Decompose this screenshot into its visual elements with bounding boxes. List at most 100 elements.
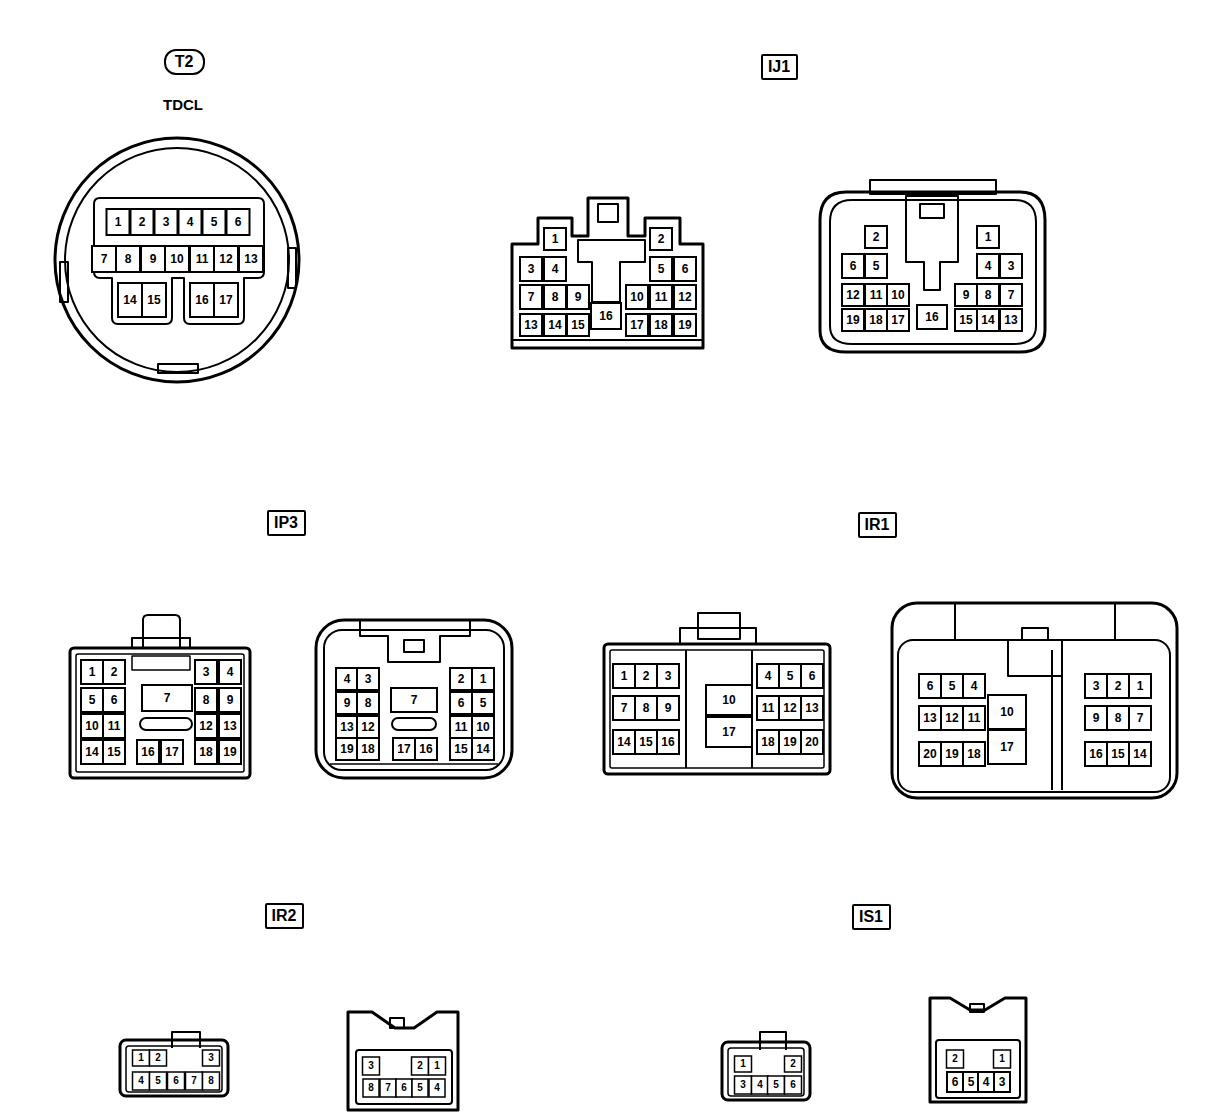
pin-number: 18 [967,748,980,760]
pin-cell [103,688,125,712]
pin-number: 12 [846,289,859,301]
pin-cell [626,314,648,336]
pin-cell [865,309,887,331]
pin-cell [706,685,752,715]
pin-number: 2 [643,670,650,682]
pin-cell [757,696,779,720]
pin-number: 9 [665,702,672,714]
pin-number: 3 [368,1061,374,1071]
pin-number: 14 [548,319,561,331]
pin-cell [941,674,963,698]
pin-cell [81,714,103,738]
pin-cell [150,1050,167,1066]
pin-cell [635,696,657,720]
pin-cell [133,1050,150,1066]
pin-number: 3 [999,1076,1006,1088]
pin-number: 14 [85,746,98,758]
pin-number: 16 [195,294,208,306]
pin-cell [544,285,566,309]
pin-cell [1000,309,1022,331]
pin-number: 3 [665,670,672,682]
connector-code-box: IP3 [267,510,306,536]
pin-number: 2 [873,231,880,243]
pin-number: 4 [138,1076,144,1086]
pin-cell [1129,674,1151,698]
pin-cell [977,309,999,331]
pin-number: 7 [1137,712,1144,724]
pin-cell [103,740,125,764]
pin-cell [190,283,214,317]
pin-cell [1000,284,1022,306]
pin-cell [865,284,887,306]
pin-number: 2 [155,1053,161,1063]
pin-number: 1 [985,231,992,243]
pin-number: 19 [223,746,236,758]
pin-number: 11 [108,720,121,732]
pin-cell [955,309,977,331]
pin-number: 11 [196,253,209,265]
pin-number: 1 [999,1054,1005,1064]
pin-cell [92,246,116,272]
pin-number: 9 [575,291,582,303]
pin-number: 1 [1137,680,1144,692]
pin-cell [429,1057,446,1075]
pin-cell [336,716,358,738]
pin-number: 16 [141,746,154,758]
pin-number: 16 [925,311,938,323]
pin-cell [142,685,192,711]
pin-number: 3 [203,666,210,678]
pin-cell [81,740,103,764]
pin-cell [450,738,472,760]
pin-cell [544,314,566,336]
pin-cell [190,246,214,272]
pin-cell [219,740,241,764]
pin-number: 11 [870,289,883,301]
pin-number: 4 [344,673,351,685]
pin-number: 8 [1115,712,1122,724]
pin-number: 20 [923,748,936,760]
pin-cell [161,740,183,764]
pin-number: 9 [1093,712,1100,724]
pin-cell [203,1050,220,1066]
pin-number: 18 [654,319,667,331]
pin-number: 8 [643,702,650,714]
pin-number: 16 [419,743,432,755]
pin-number: 14 [981,314,994,326]
pin-number: 19 [945,748,958,760]
pin-number: 5 [968,1076,975,1088]
pin-number: 5 [480,697,487,709]
pin-number: 6 [682,263,689,275]
pin-number: 11 [455,721,468,733]
pin-number: 14 [1133,748,1146,760]
pin-cell [203,209,226,235]
pin-number: 15 [1111,748,1124,760]
pin-number: 3 [1093,680,1100,692]
pin-number: 5 [658,263,665,275]
pin-number: 11 [655,291,668,303]
pin-cell [429,1079,445,1097]
pin-cell [955,284,977,306]
pin-cell [103,660,125,684]
pin-cell [396,1079,412,1097]
pin-number: 15 [571,319,584,331]
pin-number: 1 [434,1061,440,1071]
pin-cell [1085,674,1107,698]
pin-number: 10 [1000,706,1013,718]
pin-cell [1107,742,1129,766]
pin-number: 6 [235,216,242,228]
pin-cell [757,730,779,754]
pin-cell [994,1050,1011,1068]
pin-number: 7 [1008,289,1015,301]
pin-number: 17 [1000,741,1013,753]
pin-cell [785,1056,802,1072]
pin-cell [994,1072,1010,1092]
pin-number: 10 [476,721,489,733]
pin-number: 12 [199,720,212,732]
pin-cell [357,716,379,738]
pin-number: 2 [417,1061,423,1071]
pin-number: 8 [365,697,372,709]
pin-number: 12 [783,702,796,714]
pin-cell [116,246,140,272]
pin-number: 4 [985,260,992,272]
pin-cell [785,1076,802,1094]
